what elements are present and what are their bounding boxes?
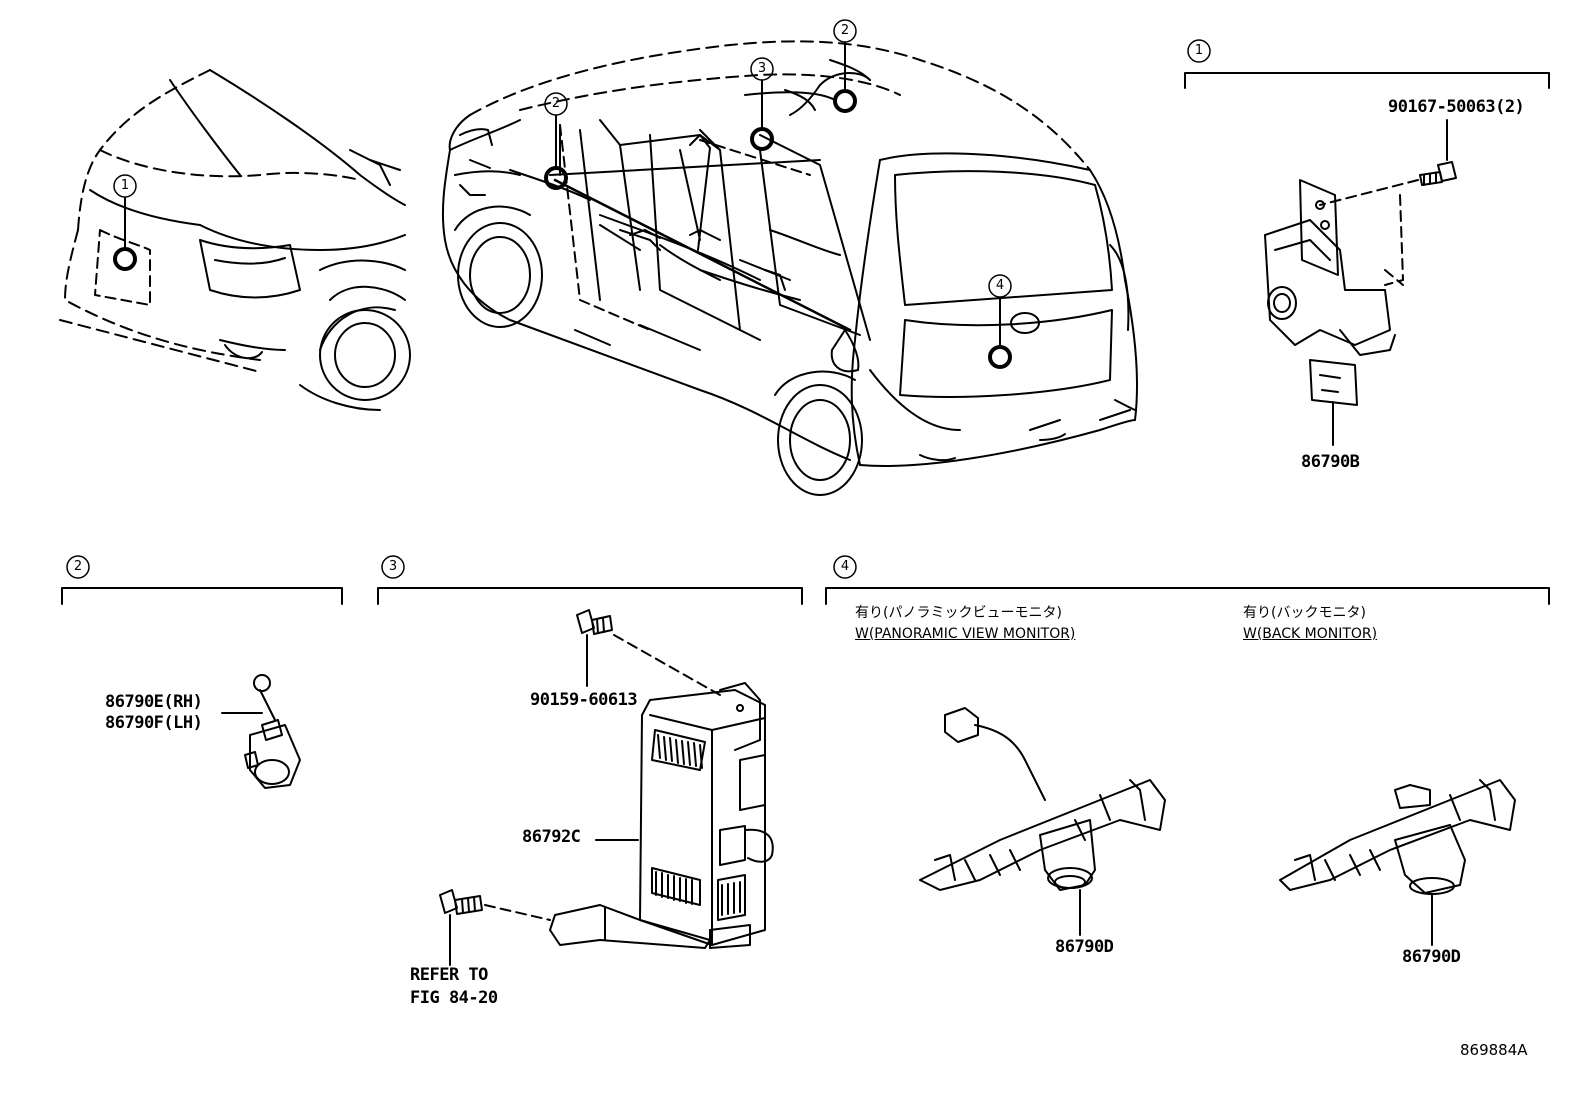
part-label-ecu-bolt: 90159-60613 — [530, 690, 638, 710]
refer-note-line1: REFER TO — [410, 965, 488, 985]
front-vehicle-view — [59, 69, 411, 411]
part-label-bolt: 90167-50063(2) — [1388, 97, 1525, 117]
part-label-camera-lh: 86790F(LH) — [105, 713, 203, 733]
refer-note-line2: FIG 84-20 — [410, 988, 498, 1008]
part-label-camera-panoramic: 86790D — [1055, 937, 1114, 957]
part-label-camera-rh: 86790E(RH) — [105, 692, 203, 712]
callout-number: 3 — [757, 61, 767, 76]
callout-number: 2 — [840, 23, 850, 38]
callout-number: 4 — [995, 278, 1005, 293]
section-1 — [1184, 39, 1550, 446]
section-number: 2 — [73, 559, 83, 574]
variant-panoramic-en: W(PANORAMIC VIEW MONITOR) — [855, 626, 1076, 642]
section-number: 4 — [840, 559, 850, 574]
part-label-ecu: 86792C — [522, 827, 581, 847]
callout-number: 1 — [120, 178, 130, 193]
section-2 — [61, 555, 343, 789]
variant-panoramic-jp: 有り(パノラミックビューモニタ) — [855, 605, 1062, 621]
callout-number: 2 — [551, 96, 561, 111]
section-4 — [825, 555, 1550, 946]
section-3 — [377, 555, 803, 966]
part-label-camera-back: 86790D — [1402, 947, 1461, 967]
section-number: 3 — [388, 559, 398, 574]
section-number: 1 — [1194, 43, 1204, 58]
figure-id: 869884A — [1460, 1041, 1528, 1059]
variant-back-en: W(BACK MONITOR) — [1243, 626, 1378, 642]
vehicle-callouts — [113, 19, 1012, 369]
part-label-sensor: 86790B — [1301, 452, 1360, 472]
variant-back-jp: 有り(バックモニタ) — [1243, 605, 1366, 621]
